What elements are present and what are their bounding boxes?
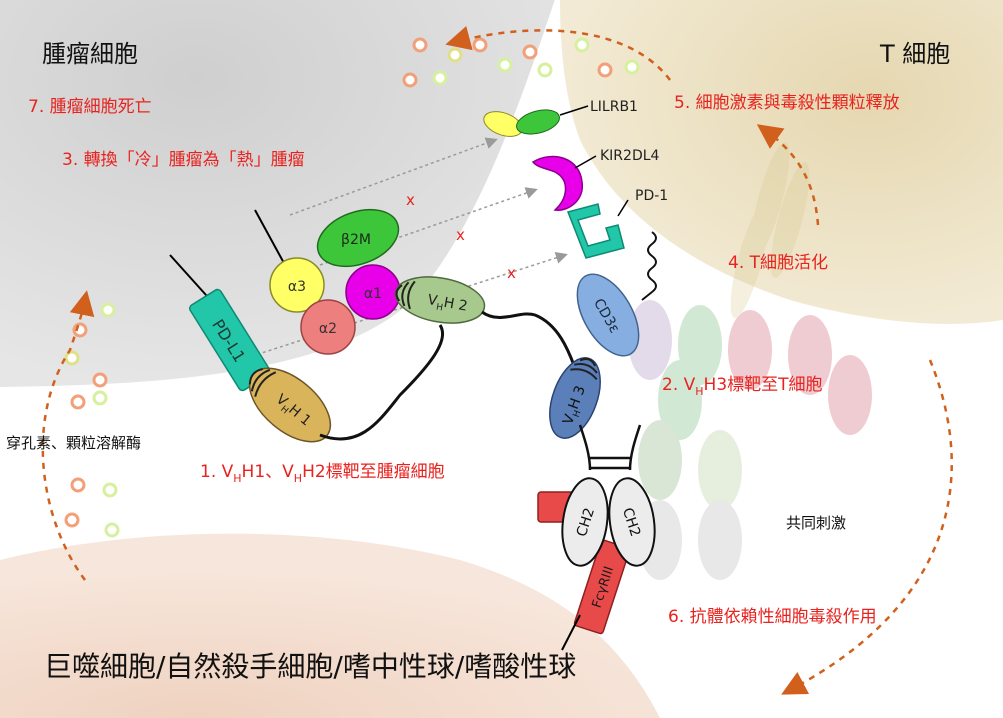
hla-stalk [254,209,286,266]
linker-vhh2-vhh3 [481,310,577,369]
vhh2-domain: VHH 2 [394,276,486,324]
step4-label: 4. T細胞活化 [728,253,828,273]
step7-label: 7. 腫瘤細胞死亡 [28,97,152,117]
arrow-activation-to-release [756,124,820,226]
alpha1-label: α1 [364,286,382,302]
arrow-release-to-tumor [445,26,671,81]
svg-text:VHH 3: VHH 3 [560,384,592,428]
cd3e-molecule: CD3ε [576,273,640,357]
linker-vhh1-vhh2 [319,324,445,441]
hla-g-molecule: β2M α3 α2 α1 [254,208,401,355]
blocked-mark-2: x [456,226,465,244]
cytotoxic-granules [64,37,640,538]
pd1-label: PD-1 [635,188,668,204]
t-cell-label: T 細胞 [879,40,950,68]
step5-label: 5. 細胞激素與毒殺性顆粒釋放 [674,93,900,113]
costimulation-note: 共同刺激 [786,514,846,532]
arrow-perforin [41,290,95,581]
b2m-domain [316,208,400,268]
step3-label: 3. 轉換「冷」腫瘤為「熱」腫瘤 [62,150,305,170]
alpha3-label: α3 [288,279,306,295]
svg-text:VHH 2: VHH 2 [426,292,469,318]
lilrb1-label: LILRB1 [590,99,638,115]
kir2dl4-label: KIR2DL4 [600,148,660,164]
blocked-arrow-lilrb1 [289,137,498,216]
cycle-arrows [41,26,953,695]
lilrb1-receptor: LILRB1 [483,99,638,137]
blocked-mark-3: x [507,264,516,282]
pd1-receptor: PD-1 [566,188,668,259]
fc-hinge [578,424,642,471]
t-cell-body [560,0,1003,324]
step6-label: 6. 抗體依賴性細胞毒殺作用 [668,607,877,627]
arrow-adcc [781,359,953,695]
step1-label: 1. VHH1、VHH2標靶至腫瘤細胞 [200,462,445,485]
alpha3-domain [269,257,325,313]
ch2-domain-left: CH2 [561,477,609,567]
effector-cell-label: 巨噬細胞/自然殺手細胞/嗜中性球/嗜酸性球 [44,650,576,683]
kir2dl4-receptor: KIR2DL4 [531,148,660,211]
alpha2-label: α2 [319,321,337,337]
tumor-cell-label: 腫瘤細胞 [42,40,138,68]
b2m-label: β2M [341,232,371,248]
faded-tcr-complexes [628,141,872,580]
alpha2-domain [300,299,356,355]
blocked-mark-1: x [406,191,415,209]
effector-cell-body [0,533,660,718]
vhh3-domain: VHH 3 [549,357,601,439]
ch2-domain-right: CH2 [608,477,656,567]
perforin-note: 穿孔素、顆粒溶解酶 [6,434,141,452]
cd3e-tail [641,231,657,301]
step2-label: 2. VHH3標靶至T細胞 [662,375,823,398]
